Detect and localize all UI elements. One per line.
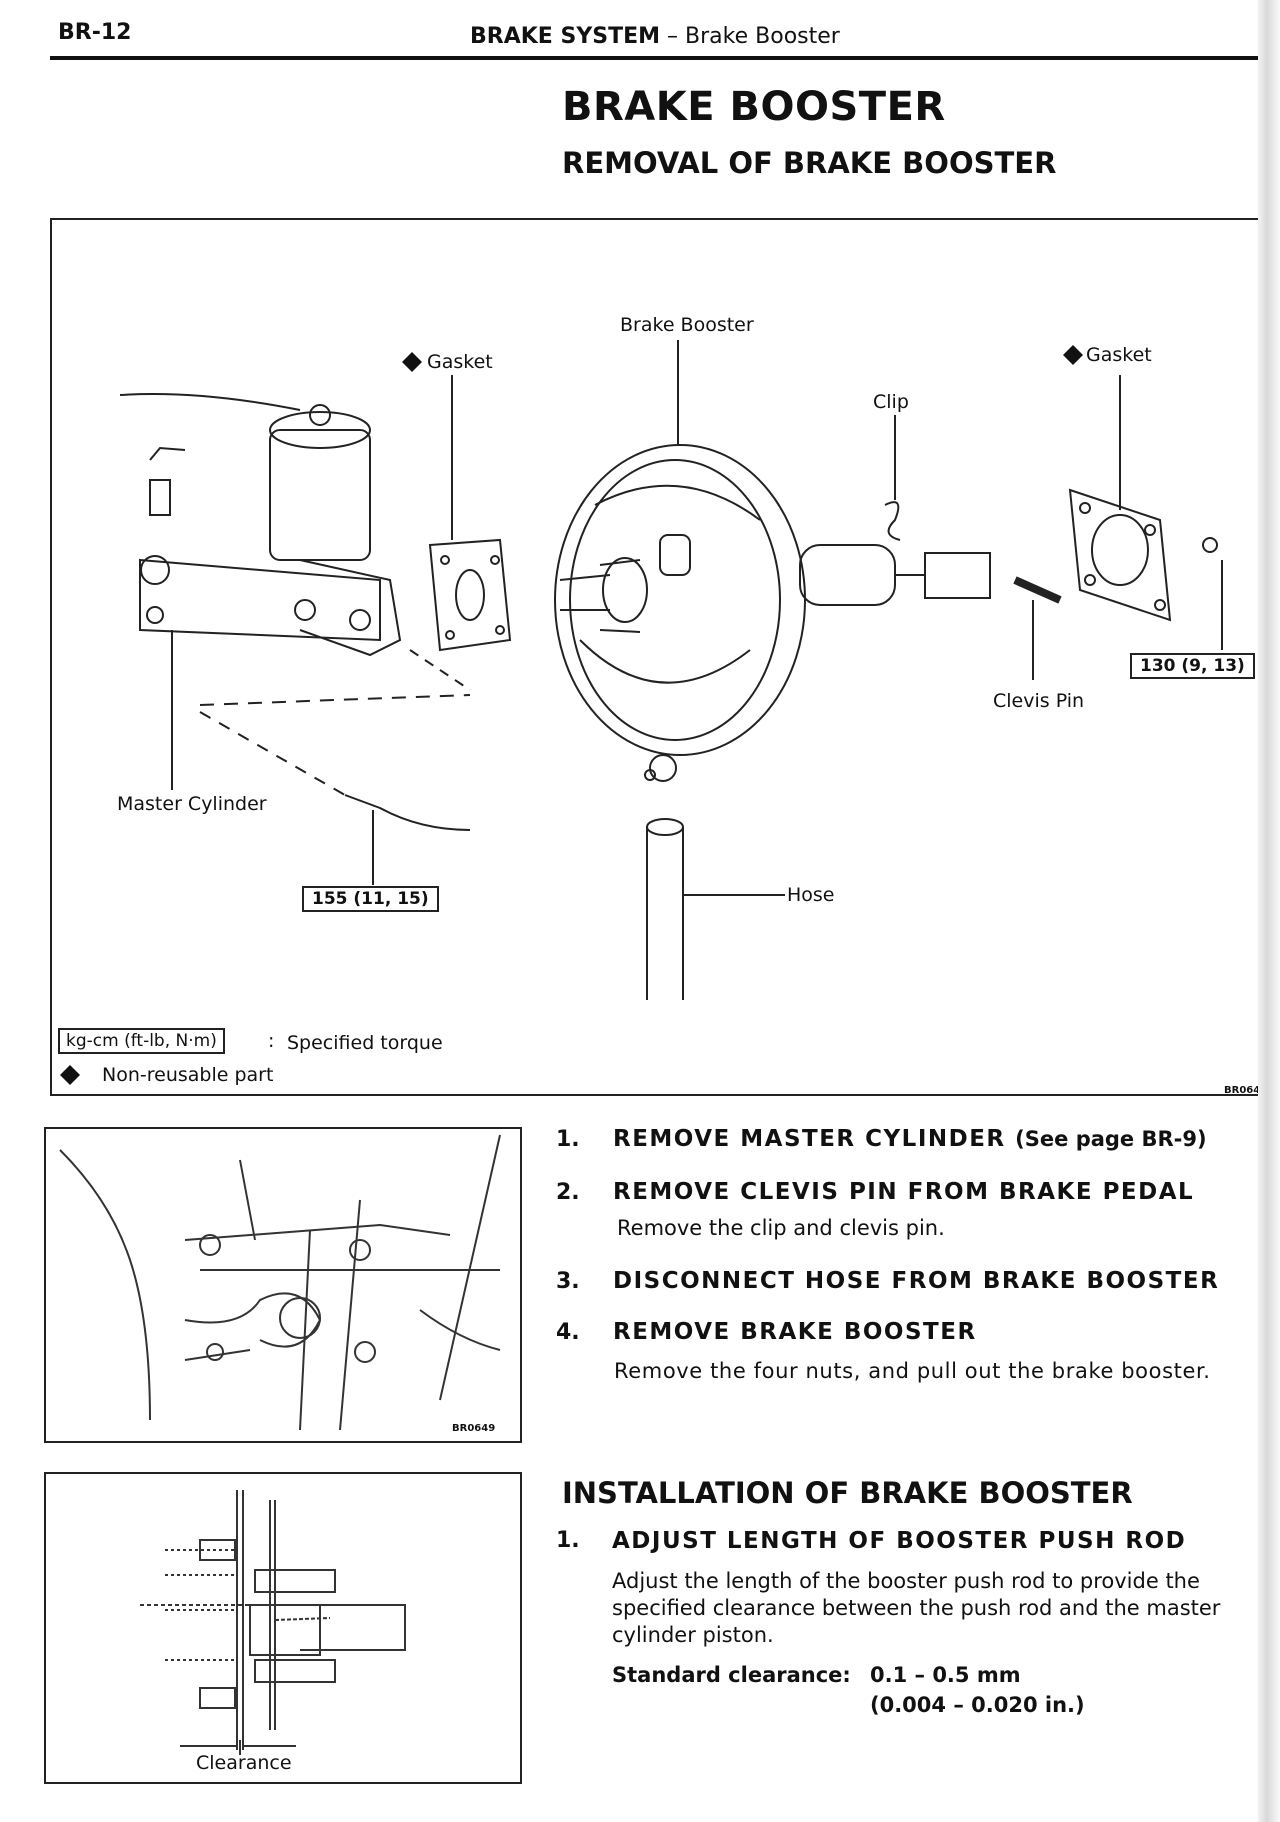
label-gasket-right: Gasket <box>1086 344 1152 366</box>
step-2-number: 2. <box>556 1180 580 1205</box>
header-section: BRAKE SYSTEM <box>470 24 661 49</box>
gasket-left-shape <box>428 538 512 652</box>
step-4-note: Remove the four nuts, and pull out the b… <box>614 1359 1211 1383</box>
install-step-1-note: Adjust the length of the booster push ro… <box>612 1568 1220 1649</box>
master-cylinder-body <box>139 558 381 642</box>
label-clearance: Clearance <box>196 1752 292 1774</box>
install-note-line-3: cylinder piston. <box>612 1623 774 1647</box>
label-clip: Clip <box>873 391 909 413</box>
step-4-title: REMOVE BRAKE BOOSTER <box>613 1319 977 1345</box>
step-2-title: REMOVE CLEVIS PIN FROM BRAKE PEDAL <box>613 1179 1195 1205</box>
clearance-illustration <box>44 1472 522 1784</box>
legend-colon: : <box>268 1030 275 1052</box>
section-title-installation: INSTALLATION OF BRAKE BOOSTER <box>562 1476 1133 1510</box>
header-separator: – <box>667 24 679 49</box>
label-clevis-pin: Clevis Pin <box>993 690 1085 712</box>
step-4-number: 4. <box>556 1320 580 1345</box>
legend-non-reusable: Non-reusable part <box>102 1064 274 1086</box>
booster-mounting-illustration <box>44 1127 522 1443</box>
page-number: BR-12 <box>58 20 132 45</box>
step-1-number: 1. <box>556 1127 580 1152</box>
page-title: BRAKE BOOSTER <box>562 84 946 130</box>
gasket-right-shape <box>1068 488 1172 622</box>
header-rule <box>50 56 1272 60</box>
torque-spec-right: 130 (9, 13) <box>1130 653 1255 679</box>
step-3-number: 3. <box>556 1269 580 1294</box>
label-hose: Hose <box>787 884 835 906</box>
spec-value-in: (0.004 – 0.020 in.) <box>870 1693 1085 1717</box>
install-step-1-number: 1. <box>556 1528 580 1553</box>
header-subsection: Brake Booster <box>685 24 840 49</box>
scan-page-edge <box>1258 0 1280 1822</box>
figure-code-br0649: BR0649 <box>452 1423 496 1434</box>
label-gasket-left: Gasket <box>427 351 493 373</box>
install-step-1-title: ADJUST LENGTH OF BOOSTER PUSH ROD <box>612 1528 1187 1554</box>
figure-code-br0648: BR0648 <box>1224 1085 1268 1096</box>
torque-spec-left: 155 (11, 15) <box>302 886 439 912</box>
brake-line <box>119 393 301 411</box>
spec-label: Standard clearance: <box>612 1663 851 1687</box>
legend-torque-unit: kg-cm (ft-lb, N·m) <box>58 1028 225 1054</box>
section-title-removal: REMOVAL OF BRAKE BOOSTER <box>562 146 1057 180</box>
legend-specified-torque: Specified torque <box>287 1032 443 1054</box>
non-reusable-diamond-right <box>1063 345 1083 365</box>
step-1-title-text: REMOVE MASTER CYLINDER <box>613 1126 1006 1152</box>
label-master-cylinder: Master Cylinder <box>117 793 267 815</box>
label-brake-booster: Brake Booster <box>620 314 754 336</box>
booster-shell <box>554 444 806 756</box>
step-1-page-ref: (See page BR-9) <box>1015 1127 1207 1151</box>
step-2-note: Remove the clip and clevis pin. <box>617 1216 945 1240</box>
running-header: BRAKE SYSTEM – Brake Booster <box>470 24 840 49</box>
step-3-title: DISCONNECT HOSE FROM BRAKE BOOSTER <box>613 1268 1220 1294</box>
install-note-line-1: Adjust the length of the booster push ro… <box>612 1569 1200 1593</box>
reservoir <box>269 429 371 561</box>
spec-value-mm: 0.1 – 0.5 mm <box>870 1663 1021 1687</box>
non-reusable-diamond-left <box>402 352 422 372</box>
legend-diamond <box>60 1065 80 1085</box>
install-note-line-2: specified clearance between the push rod… <box>612 1596 1221 1620</box>
step-1-title: REMOVE MASTER CYLINDER (See page BR-9) <box>613 1126 1207 1152</box>
